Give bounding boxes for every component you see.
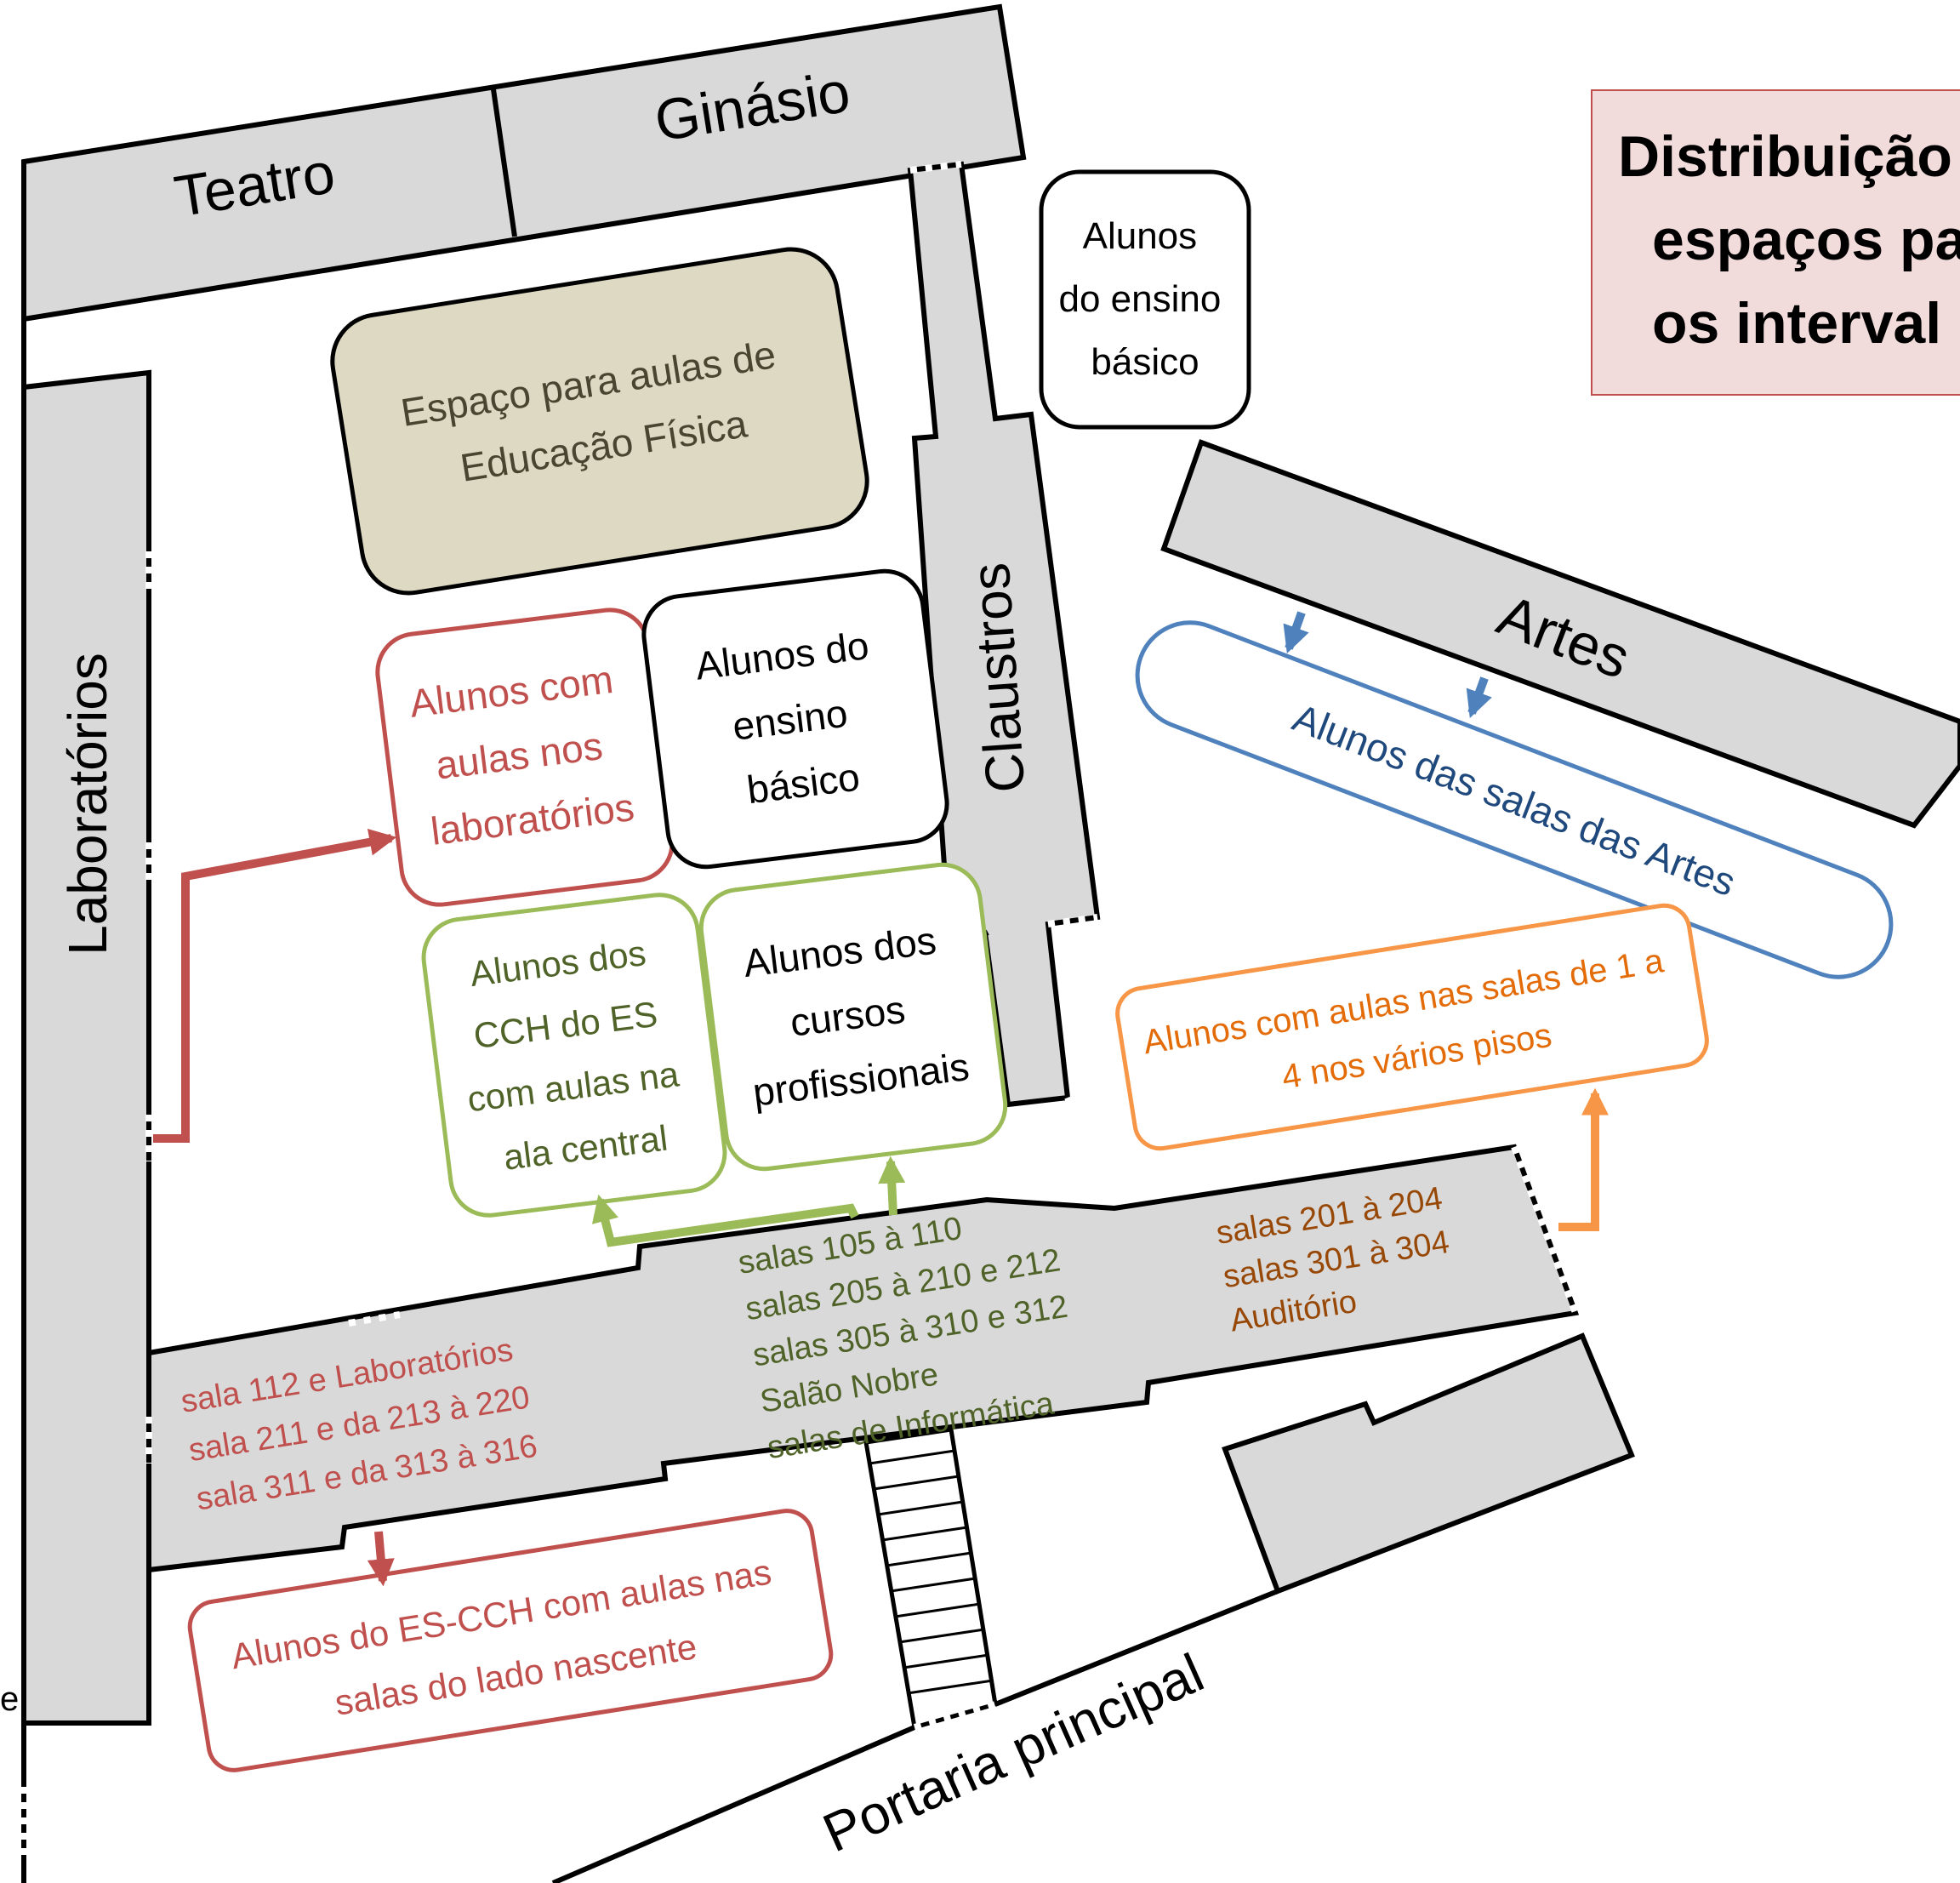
zone-basico-top: Alunos do ensino básico	[1039, 169, 1251, 430]
label-portaria: Portaria principal	[814, 1641, 1212, 1863]
zone-basico-mid: Alunos do ensino básico	[641, 568, 949, 870]
arrow-central-to-cch	[591, 1194, 859, 1247]
stair-treads	[869, 1449, 994, 1695]
label-laboratorios: Laboratórios	[57, 653, 118, 956]
zone-basico-top-line2: do ensino	[1058, 278, 1221, 320]
arrow-central-to-profissionais	[878, 1155, 906, 1216]
zone-salas-1-4: Alunos com aulas nas salas de 1 a 4 nos …	[1115, 903, 1709, 1151]
arrow-east-to-salas	[1558, 1087, 1610, 1231]
zone-profissionais: Alunos dos cursos profissionais	[698, 862, 1008, 1172]
zone-educacao-fisica: Espaço para aulas de Educação Física	[330, 247, 869, 596]
zone-laboratorios: Alunos com aulas nos laboratórios	[375, 608, 675, 907]
title-line3: os interval	[1652, 291, 1942, 356]
arrow-wing-to-nascente	[367, 1531, 395, 1587]
title-line1: Distribuição	[1618, 124, 1952, 189]
building-central-wing	[146, 1144, 1580, 1573]
edge-fragment: e	[0, 1680, 19, 1718]
zone-cch-central: Alunos dos CCH do ES com aulas na ala ce…	[421, 893, 727, 1218]
arrow-artes-2	[1466, 676, 1492, 719]
title-line2: espaços pa	[1652, 208, 1960, 272]
building-teatro-ginasio	[21, 3, 1027, 322]
svg-text:Alunos do ensino b: Alunos do ensino básico	[1058, 215, 1231, 383]
svg-text:Alunos com aulas nos: Alunos com aulas nos laboratórios	[407, 655, 642, 853]
zone-basico-top-line1: Alunos	[1083, 215, 1198, 257]
arrow-artes-1	[1283, 611, 1309, 654]
building-laboratorios	[21, 369, 151, 1726]
door-markers	[20, 161, 1579, 1855]
road-east	[994, 1589, 1279, 1707]
building-artes	[1160, 439, 1960, 829]
zone-basico-top-line3: básico	[1091, 341, 1199, 383]
title-box: Distribuição espaços pa os interval	[1591, 89, 1960, 396]
building-southeast	[1222, 1332, 1635, 1595]
arrow-labs-to-zone	[153, 828, 397, 1143]
building-divider	[491, 88, 517, 237]
road-west	[551, 1725, 916, 1883]
